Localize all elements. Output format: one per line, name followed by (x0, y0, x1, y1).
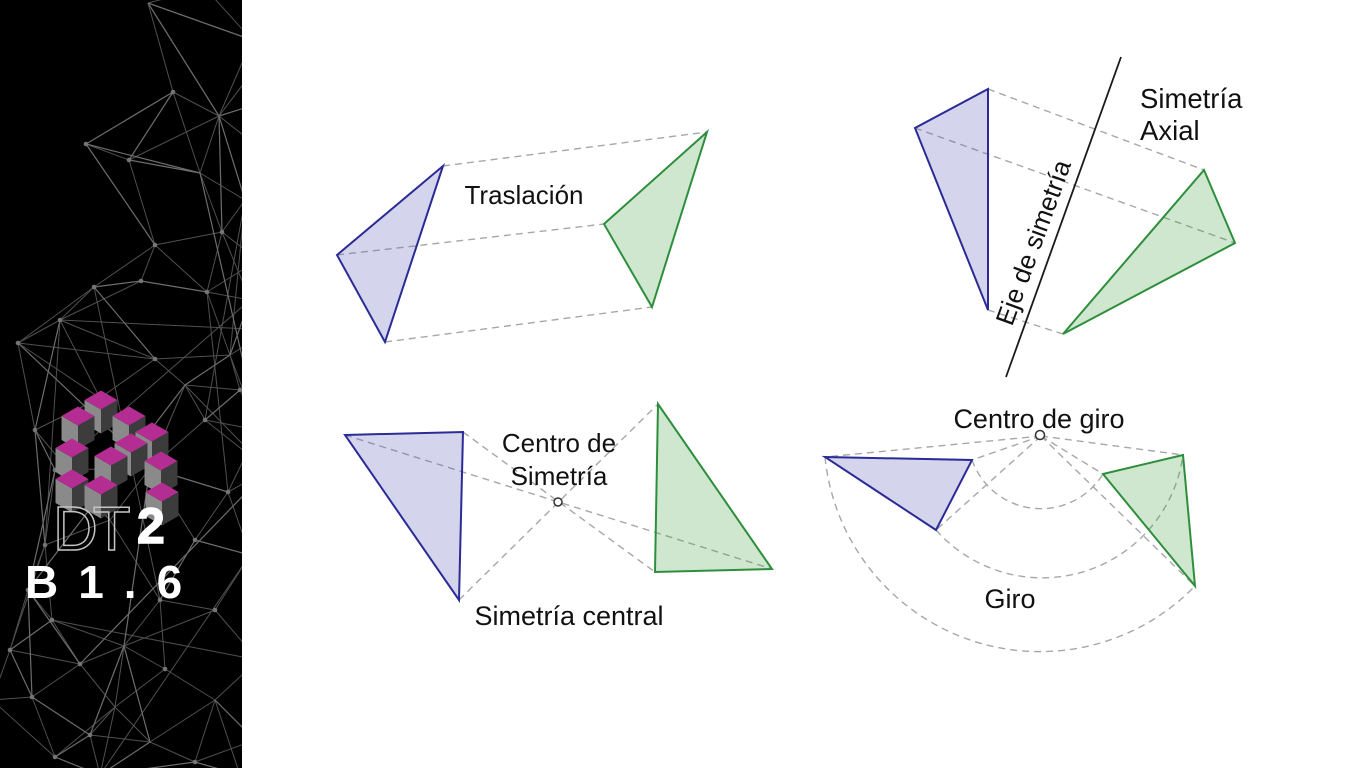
svg-text:Simetría: Simetría (511, 461, 608, 491)
svg-text:Giro: Giro (984, 584, 1035, 614)
svg-text:Simetría: Simetría (1140, 83, 1243, 114)
svg-text:2: 2 (137, 498, 165, 554)
svg-text:Centro de: Centro de (502, 428, 616, 458)
svg-text:Simetría central: Simetría central (474, 601, 663, 631)
svg-text:Traslación: Traslación (465, 180, 584, 210)
svg-text:Centro de giro: Centro de giro (953, 404, 1124, 434)
svg-text:B1.6: B1.6 (25, 556, 202, 608)
svg-text:DT: DT (53, 495, 130, 564)
svg-text:Axial: Axial (1140, 115, 1200, 146)
